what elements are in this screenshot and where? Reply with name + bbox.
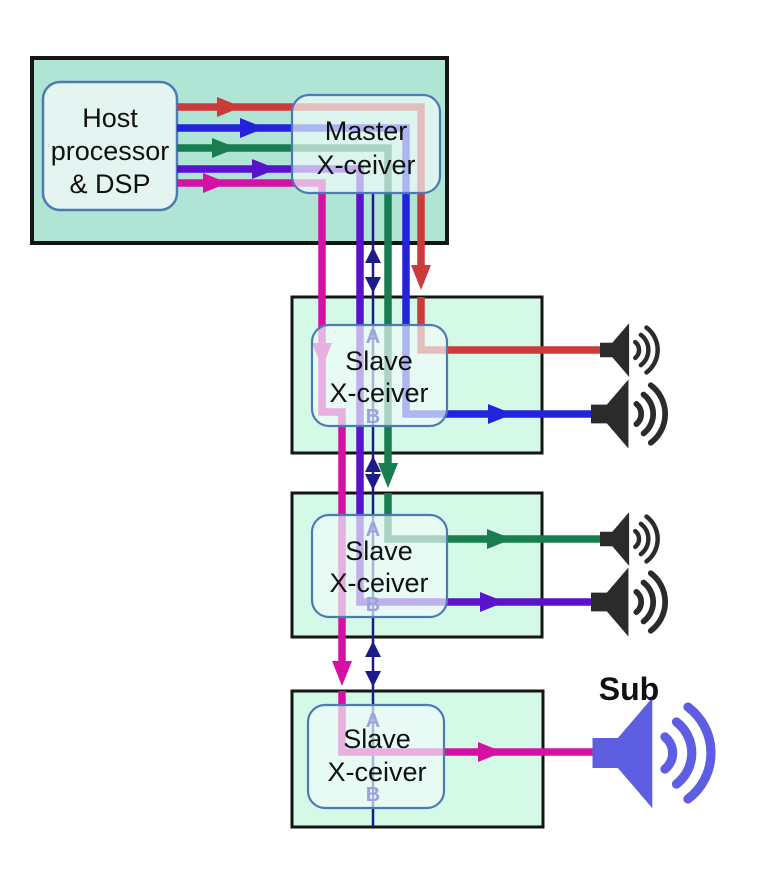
bus-down-arrowhead bbox=[365, 671, 381, 687]
slave3-port-b-label: B bbox=[366, 784, 380, 806]
bus-up-arrowhead bbox=[365, 456, 381, 472]
slave3-xceiver-node bbox=[306, 703, 446, 810]
slave1-label-line1: Slave bbox=[345, 346, 413, 376]
slave2-xceiver-node bbox=[310, 513, 449, 619]
arrowhead bbox=[332, 661, 352, 686]
woofer1-speaker-icon bbox=[591, 379, 665, 448]
arrowhead bbox=[487, 529, 512, 549]
slave1-xceiver-node bbox=[310, 323, 449, 428]
master-label-line1: Master bbox=[325, 116, 408, 146]
bus-down-arrowhead bbox=[365, 474, 381, 490]
host-label-line2: processor bbox=[51, 136, 170, 166]
arrowhead bbox=[488, 404, 513, 424]
slave2-port-b-label: B bbox=[366, 594, 380, 616]
slave3-label-line2: X-ceiver bbox=[327, 757, 426, 787]
tweeter1-speaker-icon bbox=[600, 323, 658, 377]
bus-up-arrowhead bbox=[365, 247, 381, 263]
arrowhead bbox=[480, 592, 505, 612]
bus-up-arrowhead bbox=[365, 641, 381, 657]
slave3-port-a-label: A bbox=[366, 710, 380, 732]
slave2-label-line2: X-ceiver bbox=[329, 568, 428, 598]
tweeter2-speaker-icon bbox=[600, 512, 658, 566]
slave1-label-line2: X-ceiver bbox=[329, 378, 428, 408]
arrowhead bbox=[212, 138, 237, 158]
host-label-line3: & DSP bbox=[69, 169, 150, 199]
arrowhead bbox=[240, 118, 265, 138]
arrowhead bbox=[203, 173, 228, 193]
host-label-line1: Host bbox=[82, 103, 138, 133]
arrowhead bbox=[478, 742, 503, 762]
slave2-port-a-label: A bbox=[366, 519, 380, 541]
subwoofer-speaker-icon bbox=[593, 698, 711, 808]
slave3-label-line1: Slave bbox=[343, 724, 411, 754]
slave1-port-b-label: B bbox=[366, 406, 380, 428]
arrowhead bbox=[411, 265, 431, 290]
slave1-port-a-label: A bbox=[366, 326, 380, 348]
arrowhead bbox=[378, 463, 398, 488]
subwoofer-label: Sub bbox=[599, 671, 659, 707]
bus-down-arrowhead bbox=[365, 277, 381, 293]
arrowhead bbox=[252, 159, 277, 179]
master-xceiver-node bbox=[290, 93, 442, 195]
woofer2-speaker-icon bbox=[591, 567, 665, 636]
arrowhead bbox=[217, 97, 242, 117]
master-label-line2: X-ceiver bbox=[316, 150, 415, 180]
slave2-label-line1: Slave bbox=[345, 536, 413, 566]
